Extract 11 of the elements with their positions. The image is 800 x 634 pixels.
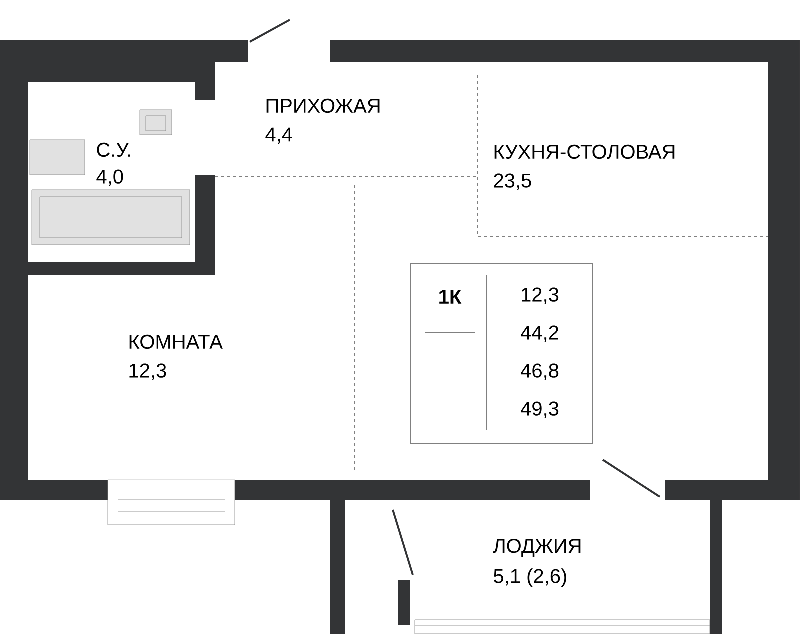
room-label: КОМНАТА <box>130 334 223 350</box>
area-table: 1К 12,3 44,2 46,8 49,3 <box>410 263 594 444</box>
room-label: 23,5 <box>494 174 532 190</box>
room-label: 4,4 <box>266 128 292 144</box>
room-label: 4,0 <box>96 170 124 186</box>
room-label: 12,3 <box>130 364 166 380</box>
room-label: ЛОДЖИЯ <box>493 539 581 557</box>
room-label: С.У. <box>97 142 130 158</box>
room-label: 5,1 (2,6) <box>494 568 566 588</box>
room-label: КУХНЯ-СТОЛОВАЯ <box>494 144 675 160</box>
room-label: ПРИХОЖАЯ <box>266 98 380 114</box>
